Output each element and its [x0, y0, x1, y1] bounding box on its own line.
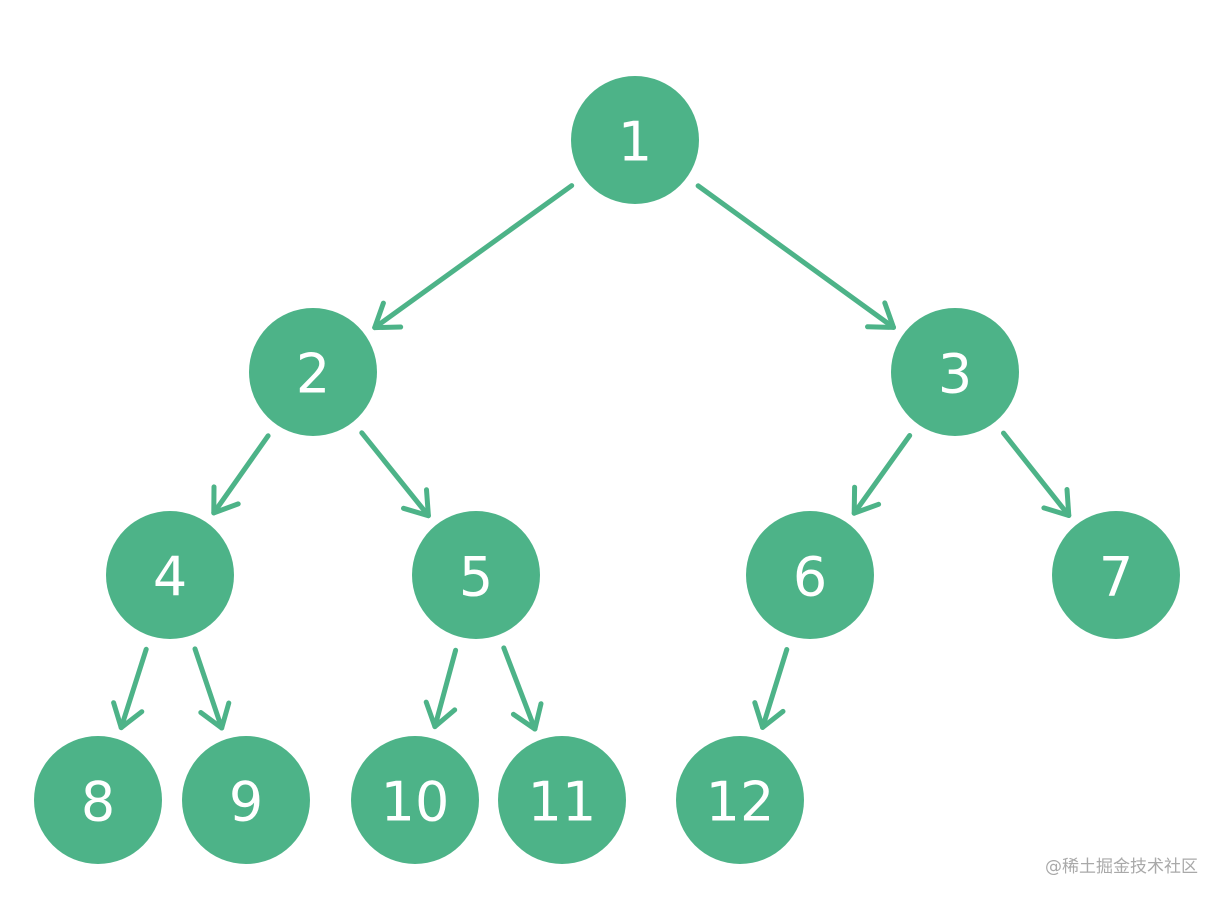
- node-label: 3: [938, 343, 972, 406]
- arrowhead-icon: [401, 487, 431, 519]
- node-label: 9: [229, 771, 263, 834]
- tree-node-1: 1: [571, 76, 699, 204]
- node-circle: [412, 511, 540, 639]
- edge-arrow-n1-n2: [372, 183, 575, 331]
- node-circle: [249, 308, 377, 436]
- tree-node-10: 10: [351, 736, 479, 864]
- arrowhead-icon: [211, 484, 241, 516]
- edge-arrow-n2-n5: [359, 430, 431, 519]
- edge-line: [211, 433, 271, 516]
- node-circle: [1052, 511, 1180, 639]
- edge-line: [432, 647, 459, 730]
- edge-line: [372, 183, 575, 331]
- tree-node-8: 8: [34, 736, 162, 864]
- tree-node-9: 9: [182, 736, 310, 864]
- node-circle: [571, 76, 699, 204]
- tree-node-4: 4: [106, 511, 234, 639]
- arrowhead-icon: [752, 700, 786, 730]
- edge-arrow-n1-n3: [695, 183, 896, 330]
- tree-node-12: 12: [676, 736, 804, 864]
- node-label: 11: [528, 771, 597, 834]
- edges-layer: [111, 183, 1072, 732]
- arrowhead-icon: [865, 300, 896, 330]
- arrowhead-icon: [1041, 487, 1072, 518]
- node-circle: [676, 736, 804, 864]
- arrowhead-icon: [423, 699, 458, 730]
- node-circle: [106, 511, 234, 639]
- tree-node-2: 2: [249, 308, 377, 436]
- tree-node-7: 7: [1052, 511, 1180, 639]
- edge-arrow-n3-n7: [1001, 430, 1072, 518]
- node-label: 7: [1099, 546, 1133, 609]
- edge-line: [760, 647, 790, 730]
- watermark-text: @稀土掘金技术社区: [1045, 857, 1198, 877]
- edge-line: [1001, 430, 1072, 518]
- edge-line: [695, 183, 896, 330]
- edge-line: [359, 430, 431, 519]
- edge-arrow-n6-n12: [752, 647, 790, 730]
- node-circle: [351, 736, 479, 864]
- tree-node-3: 3: [891, 308, 1019, 436]
- edge-arrow-n4-n9: [192, 646, 232, 731]
- node-circle: [746, 511, 874, 639]
- node-circle: [891, 308, 1019, 436]
- edge-line: [851, 433, 913, 516]
- edge-line: [118, 646, 149, 731]
- edge-arrow-n3-n6: [851, 433, 913, 516]
- edge-arrow-n5-n10: [423, 647, 459, 730]
- node-label: 6: [793, 546, 827, 609]
- node-circle: [182, 736, 310, 864]
- edge-arrow-n2-n4: [211, 433, 271, 516]
- edge-arrow-n5-n11: [501, 645, 544, 732]
- arrowhead-icon: [372, 300, 404, 331]
- node-label: 2: [296, 343, 330, 406]
- arrowhead-icon: [851, 484, 882, 516]
- edge-arrow-n4-n8: [111, 646, 149, 731]
- edge-line: [501, 645, 538, 732]
- arrowhead-icon: [510, 701, 544, 732]
- node-label: 8: [81, 771, 115, 834]
- node-label: 5: [459, 546, 493, 609]
- tree-node-6: 6: [746, 511, 874, 639]
- edge-line: [192, 646, 225, 731]
- node-label: 10: [381, 771, 450, 834]
- tree-node-5: 5: [412, 511, 540, 639]
- tree-node-11: 11: [498, 736, 626, 864]
- node-circle: [498, 736, 626, 864]
- arrowhead-icon: [111, 700, 145, 731]
- node-label: 1: [618, 111, 652, 174]
- node-circle: [34, 736, 162, 864]
- node-label: 12: [706, 771, 775, 834]
- arrowhead-icon: [198, 700, 232, 731]
- node-label: 4: [153, 546, 187, 609]
